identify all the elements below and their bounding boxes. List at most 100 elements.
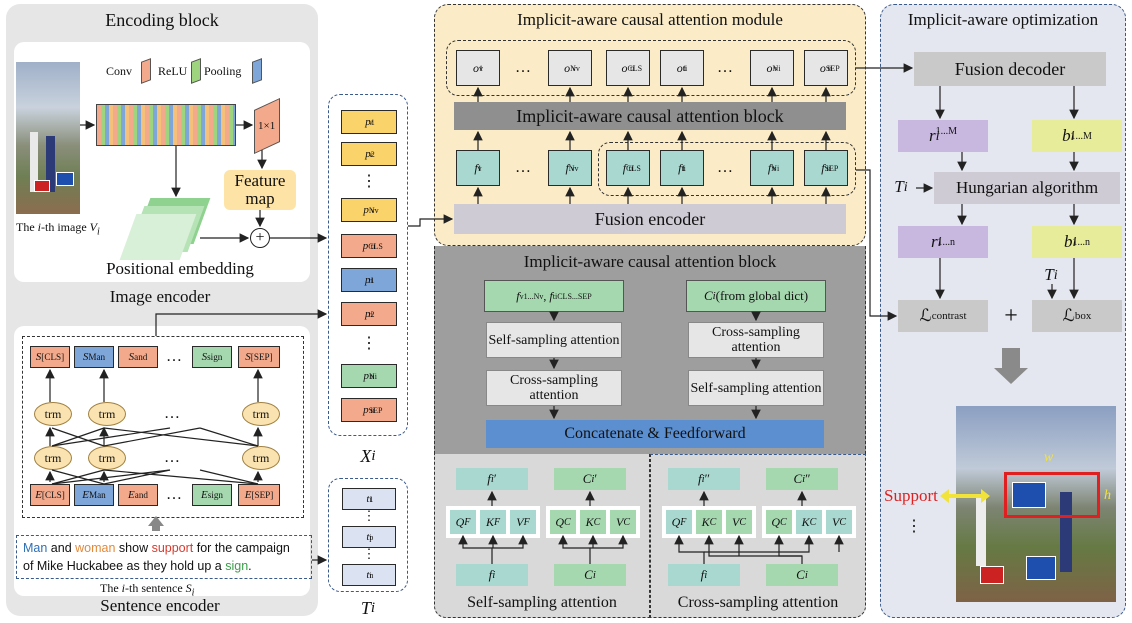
image-caption: The i-th image Vi: [16, 220, 100, 238]
feature-map-box: Feature map: [224, 170, 296, 210]
legend-pooling: Pooling: [204, 64, 242, 78]
trm-row1-ellipsis: …: [164, 405, 180, 422]
output-ellipsis-1: …: [515, 59, 531, 76]
bottom-token-cls: E[CLS]: [30, 484, 70, 506]
result-vdots: ⋮: [906, 518, 922, 535]
left-self-sampling: Self-sampling attention: [486, 322, 622, 358]
legend-conv: Conv: [106, 64, 133, 78]
trm-node-r1-3: trm: [242, 402, 280, 426]
input-image: [16, 62, 80, 214]
trm-row2-ellipsis: …: [164, 449, 180, 466]
output-token-row: [446, 40, 856, 96]
right-self-sampling: Self-sampling attention: [688, 370, 824, 406]
legend-pooling-swatch: [252, 58, 262, 84]
legend-relu: ReLU: [158, 64, 188, 78]
causal-module-title: Implicit-aware causal attention module: [517, 10, 783, 29]
trm-node-r2-2: trm: [88, 446, 126, 470]
fusion-encoder-bar: Fusion encoder: [454, 204, 846, 234]
positional-embedding-label: Positional embedding: [106, 259, 254, 278]
sentence-text-box: Man and woman show support for the campa…: [16, 535, 312, 579]
support-arrow-head-left: [940, 489, 949, 503]
add-operator: +: [250, 228, 270, 248]
concat-feedforward-bar: Concatenate & Feedforward: [486, 420, 824, 448]
down-arrow-stem: [1002, 348, 1020, 370]
result-image: [956, 406, 1116, 602]
support-bbox: [1004, 472, 1100, 518]
trm-node-r1-1: trm: [34, 402, 72, 426]
support-label: Support: [884, 486, 938, 505]
ti-token-column: [328, 478, 408, 592]
legend-conv-swatch: [141, 58, 151, 84]
bottom-token-sep: E[SEP]: [238, 484, 280, 506]
encoding-block-title: Encoding block: [105, 10, 219, 30]
trm-node-r2-1: trm: [34, 446, 72, 470]
causal-block-title: Implicit-aware causal attention block: [523, 252, 777, 271]
optimization-title: Implicit-aware optimization: [907, 10, 1099, 29]
loss-plus: +: [1004, 302, 1018, 329]
hungarian-box: Hungarian algorithm: [934, 172, 1120, 204]
bbox-h-label: h: [1104, 488, 1111, 503]
input-ellipsis-1: …: [515, 159, 531, 176]
causal-block-bar: Implicit-aware causal attention block: [454, 102, 846, 130]
output-ellipsis-2: …: [717, 59, 733, 76]
left-cross-sampling: Cross-sampling attention: [486, 370, 622, 406]
sentence-up-arrow-stem: [152, 525, 160, 531]
sentence-up-arrow: [148, 516, 164, 526]
right-cross-sampling: Cross-sampling attention: [688, 322, 824, 358]
self-sampling-title: Self-sampling attention: [467, 594, 617, 611]
top-token-cls: S[CLS]: [30, 346, 70, 368]
cross-sampling-title: Cross-sampling attention: [677, 594, 839, 611]
top-token-ellipsis: …: [166, 348, 182, 365]
bbox-w-label: w: [1044, 450, 1054, 465]
down-arrow-head: [994, 368, 1028, 384]
trm-node-r1-2: trm: [88, 402, 126, 426]
ti-vdots-2: ⋮: [362, 546, 376, 561]
sentence-caption: The i-th sentence Si: [100, 581, 195, 599]
legend-relu-swatch: [191, 58, 201, 84]
